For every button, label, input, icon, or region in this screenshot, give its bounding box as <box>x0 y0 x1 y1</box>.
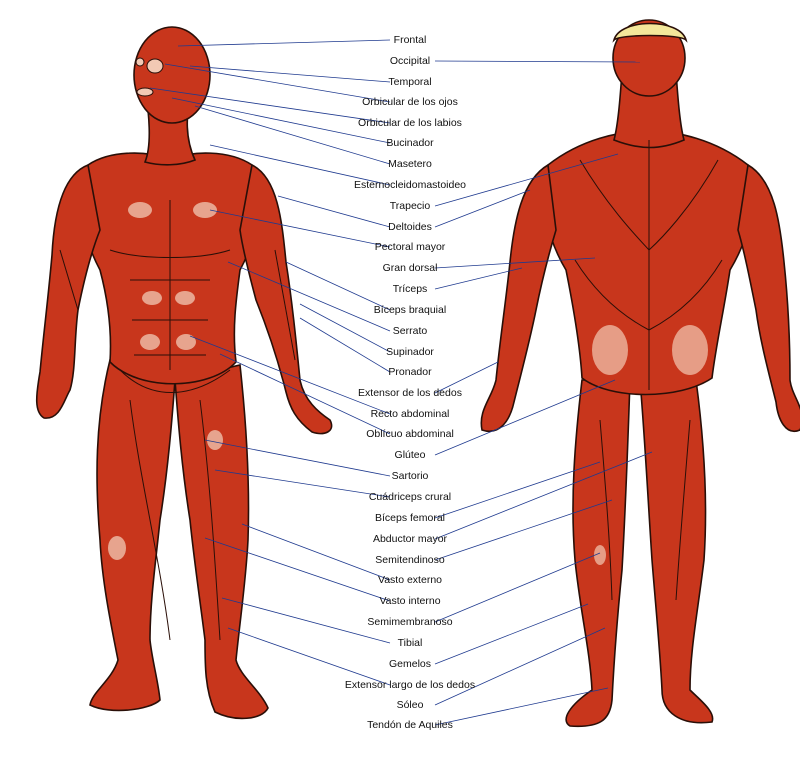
label-pectoral-mayor: Pectoral mayor <box>374 241 446 253</box>
label-vasto-externo: Vasto externo <box>377 574 442 586</box>
label-obliculo-abdominal: Oblícuo abdominal <box>366 428 454 440</box>
back-body-figure <box>480 19 800 728</box>
label-extensor-largo-dedos: Extensor largo de los dedos <box>344 679 476 691</box>
label-cuadriceps-crural: Cuádriceps crural <box>368 491 452 503</box>
label-soleo: Sóleo <box>396 699 424 711</box>
label-abductor-mayor: Abductor mayor <box>372 533 448 545</box>
label-trapecio: Trapecio <box>389 200 431 212</box>
label-temporal: Temporal <box>388 76 432 88</box>
label-gemelos: Gemelos <box>388 658 431 670</box>
label-gluteo: Glúteo <box>394 449 426 461</box>
label-extensor-dedos: Extensor de los dedos <box>358 387 462 399</box>
label-semitendinoso: Semitendinoso <box>375 554 445 566</box>
label-semimembranoso: Semimembranoso <box>367 616 453 628</box>
label-frontal: Frontal <box>393 34 427 46</box>
label-tendon-aquiles: Tendón de Aquiles <box>367 719 453 731</box>
label-biceps-femoral: Bíceps femoral <box>374 512 446 524</box>
label-recto-abdominal: Recto abdominal <box>370 408 450 420</box>
label-masetero: Masetero <box>388 158 432 170</box>
label-deltoides: Deltoides <box>388 221 432 233</box>
label-bucinador: Bucinador <box>386 137 434 149</box>
label-biceps-braquial: Bíceps braquial <box>373 304 447 316</box>
label-esternocleidomastoideo: Esternocleidomastoideo <box>353 179 467 191</box>
label-gran-dorsal: Gran dorsal <box>382 262 438 274</box>
leader-lines <box>149 39 653 726</box>
label-pronador: Pronador <box>388 366 432 378</box>
label-orbicular-ojos: Orbicular de los ojos <box>362 96 458 108</box>
label-tibial: Tibial <box>397 637 423 649</box>
label-occipital: Occipital <box>389 55 431 67</box>
label-sartorio: Sartorio <box>391 470 429 482</box>
label-orbicular-labios: Orbicular de los labios <box>358 117 462 129</box>
label-serrato: Serrato <box>392 325 428 337</box>
label-triceps: Tríceps <box>392 283 428 295</box>
front-body-figure <box>35 26 333 720</box>
label-vasto-interno: Vasto interno <box>379 595 441 607</box>
label-supinador: Supinador <box>386 346 434 358</box>
